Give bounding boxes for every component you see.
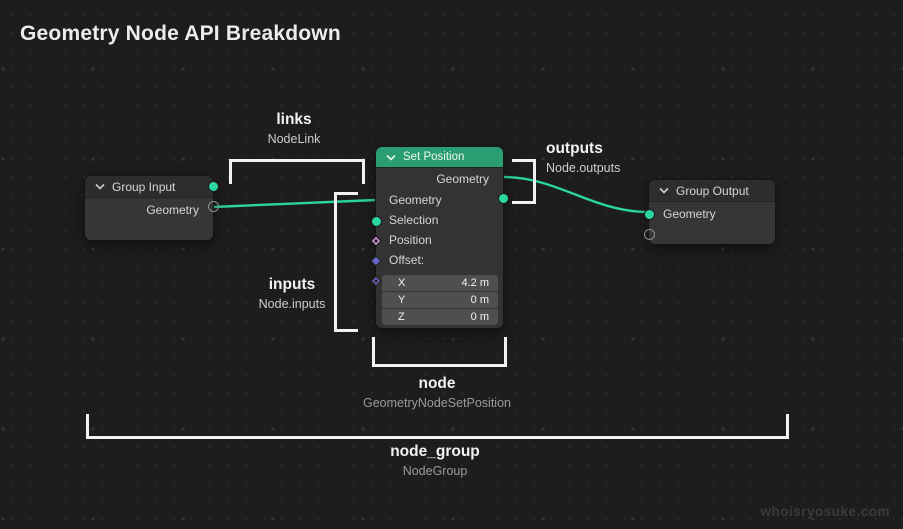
group-output-geometry-input-label: Geometry — [663, 207, 716, 221]
set-position-header[interactable]: Set Position — [376, 147, 503, 168]
offset-vector-fields: X 4.2 m Y 0 m Z 0 m — [382, 275, 498, 325]
annotation-outputs-sublabel: Node.outputs — [546, 161, 621, 176]
set-position-node[interactable]: Set Position Geometry Geometry Selection… — [369, 147, 509, 328]
offset-y-field[interactable]: Y 0 m — [382, 292, 498, 308]
links-bracket — [229, 159, 365, 184]
annotation-inputs-sublabel: Node.inputs — [258, 297, 326, 312]
annotation-links-label: links — [276, 111, 312, 128]
offset-x-value: 4.2 m — [461, 277, 489, 289]
node-group-bracket — [86, 414, 789, 439]
annotation-node: node GeometryNodeSetPosition — [327, 374, 547, 412]
input-label-position: Position — [389, 233, 432, 247]
group-output-node[interactable]: Group Output Geometry — [643, 180, 775, 244]
offset-y-axis-label: Y — [398, 294, 406, 306]
chevron-down-icon[interactable] — [659, 187, 669, 194]
annotation-outputs-label: outputs — [546, 140, 603, 157]
offset-x-axis-label: X — [398, 277, 406, 289]
node-link-groupinput-to-setposition[interactable] — [212, 198, 377, 209]
offset-x-field[interactable]: X 4.2 m — [382, 275, 498, 291]
annotation-inputs-label: inputs — [268, 276, 316, 293]
annotation-inputs: inputs Node.inputs — [232, 275, 352, 313]
group-input-geometry-output-label: Geometry — [146, 203, 199, 217]
set-position-title: Set Position — [403, 151, 465, 163]
input-label-offset: Offset: — [389, 253, 425, 267]
set-position-geometry-output-label: Geometry — [436, 172, 489, 186]
group-input-node[interactable]: Group Input Geometry — [85, 176, 219, 240]
group-output-header[interactable]: Group Output — [649, 180, 775, 202]
input-label-selection: Selection — [389, 213, 439, 227]
annotation-node-group-sublabel: NodeGroup — [402, 464, 468, 479]
virtual-input-socket[interactable] — [643, 228, 655, 240]
annotation-node-label: node — [418, 375, 456, 392]
page-title: Geometry Node API Breakdown — [20, 22, 341, 45]
annotation-node-sublabel: GeometryNodeSetPosition — [363, 396, 511, 411]
annotation-node-group: node_group NodeGroup — [325, 442, 545, 480]
input-label-geometry: Geometry — [389, 193, 442, 207]
geometry-input-socket[interactable] — [643, 208, 655, 220]
annotation-links: links NodeLink — [229, 110, 359, 148]
geometry-output-socket[interactable] — [497, 192, 509, 204]
annotation-node-group-label: node_group — [390, 443, 480, 460]
annotation-outputs: outputs Node.outputs — [546, 139, 620, 177]
offset-z-axis-label: Z — [398, 311, 405, 323]
node-link-setposition-to-groupoutput[interactable] — [502, 175, 650, 214]
group-input-header[interactable]: Group Input — [85, 176, 213, 198]
group-output-title: Group Output — [676, 183, 749, 198]
node-bracket — [372, 337, 507, 367]
outputs-bracket — [512, 159, 536, 204]
geometry-input-socket[interactable] — [370, 215, 382, 227]
group-input-title: Group Input — [112, 179, 176, 194]
chevron-down-icon[interactable] — [386, 154, 396, 161]
geometry-output-socket[interactable] — [207, 180, 219, 192]
annotation-links-sublabel: NodeLink — [267, 132, 321, 147]
watermark: whoisryosuke.com — [760, 504, 890, 519]
offset-z-value: 0 m — [470, 311, 489, 323]
virtual-output-socket[interactable] — [207, 200, 219, 212]
inputs-bracket — [334, 192, 358, 332]
offset-z-field[interactable]: Z 0 m — [382, 309, 498, 325]
chevron-down-icon[interactable] — [95, 183, 105, 190]
offset-y-value: 0 m — [470, 294, 489, 306]
